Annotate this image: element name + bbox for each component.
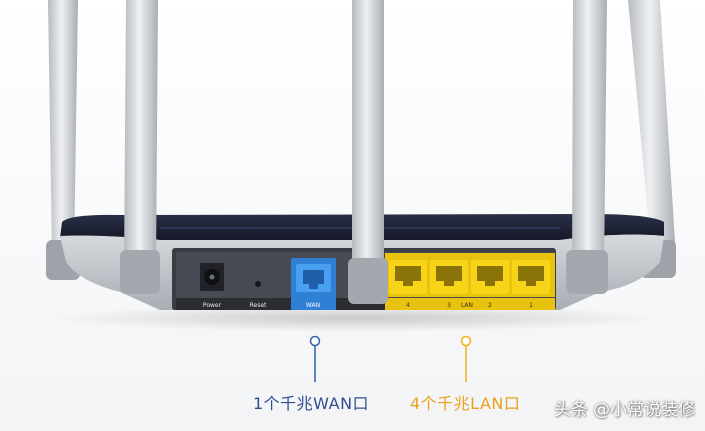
watermark: 头条 @小常说装修 (553, 400, 695, 420)
lan-callout-leader (460, 335, 472, 382)
power-label: Power (203, 302, 222, 309)
reset-label: Reset (250, 302, 267, 309)
lan-port (471, 260, 509, 294)
antenna-icon (566, 0, 608, 294)
power-jack-icon (200, 263, 224, 291)
lan-port-group (385, 253, 555, 297)
wan-label-bg (291, 298, 336, 310)
wan-callout-label: 1个千兆WAN口 (253, 394, 370, 413)
ethernet-port-icon (303, 270, 324, 284)
reset-hole-icon (255, 281, 261, 287)
ethernet-port-icon (477, 266, 503, 281)
lan-port (430, 260, 468, 294)
ethernet-port-icon (395, 266, 421, 281)
lan-port (512, 260, 550, 294)
lan-title: LAN (461, 302, 473, 309)
ethernet-port-icon (436, 266, 462, 281)
lan-number-2: 2 (488, 302, 492, 309)
ethernet-port-icon (518, 266, 544, 281)
lan-callout-label: 4个千兆LAN口 (410, 394, 521, 413)
wan-label: WAN (306, 302, 320, 309)
antenna-icon (120, 0, 160, 294)
lan-label-bg (385, 298, 555, 310)
floor-shadow (45, 304, 665, 332)
lan-number-3: 3 (447, 302, 451, 309)
lan-number-4: 4 (406, 302, 410, 309)
lan-port (389, 260, 427, 294)
antenna-icon (348, 0, 388, 304)
wan-port (291, 258, 336, 298)
wan-callout-leader (309, 335, 321, 382)
lan-number-1: 1 (529, 302, 533, 309)
